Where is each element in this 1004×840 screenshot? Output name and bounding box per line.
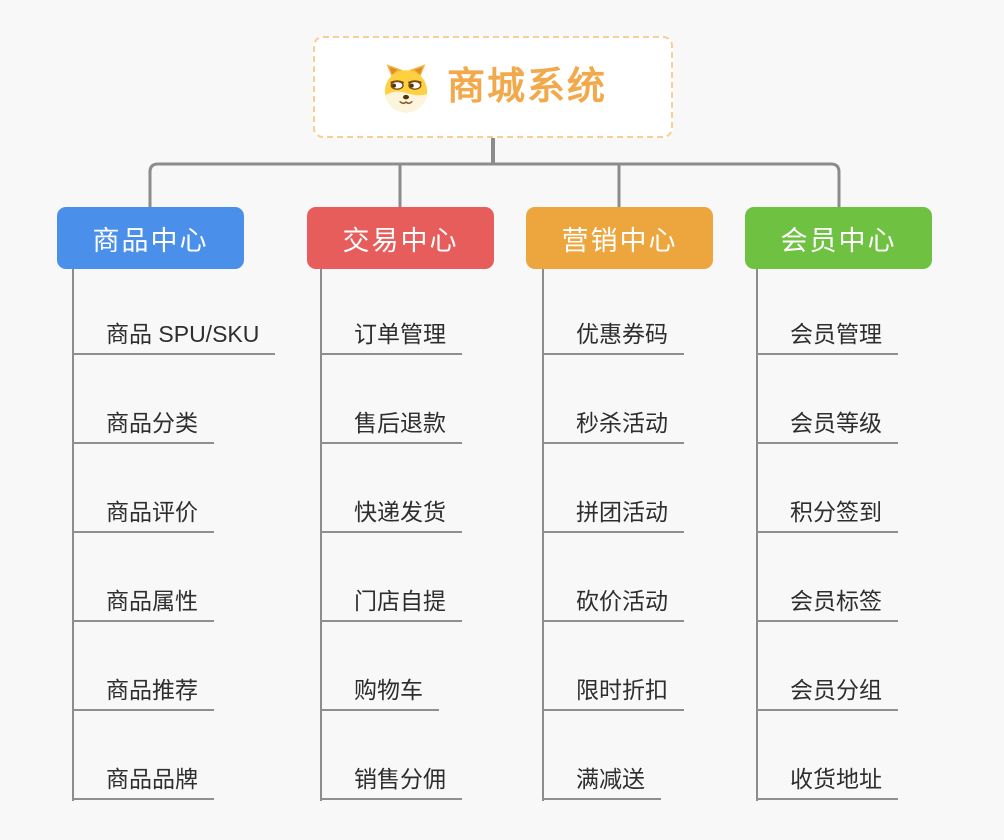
branch-node-member-center[interactable]: 会员中心 <box>745 207 932 269</box>
leaf-node[interactable]: 购物车 <box>320 622 439 711</box>
leaf-node[interactable]: 秒杀活动 <box>542 355 684 444</box>
leaf-node[interactable]: 会员管理 <box>756 266 898 355</box>
leaf-node[interactable]: 商品品牌 <box>72 711 214 800</box>
leaf-node[interactable]: 商品属性 <box>72 533 214 622</box>
leaf-node[interactable]: 销售分佣 <box>320 711 462 800</box>
leaf-node[interactable]: 门店自提 <box>320 533 462 622</box>
leaf-node[interactable]: 商品推荐 <box>72 622 214 711</box>
branch-label: 商品中心 <box>92 225 209 256</box>
leaf-column-trade: 订单管理 售后退款 快递发货 门店自提 购物车 销售分佣 <box>320 266 462 800</box>
leaf-node[interactable]: 会员标签 <box>756 533 898 622</box>
leaf-node[interactable]: 收货地址 <box>756 711 898 800</box>
root-node[interactable]: 商城系统 <box>313 36 673 138</box>
leaf-node[interactable]: 砍价活动 <box>542 533 684 622</box>
leaf-node[interactable]: 限时折扣 <box>542 622 684 711</box>
leaf-node[interactable]: 满减送 <box>542 711 661 800</box>
leaf-node[interactable]: 会员等级 <box>756 355 898 444</box>
leaf-node[interactable]: 会员分组 <box>756 622 898 711</box>
leaf-node[interactable]: 积分签到 <box>756 444 898 533</box>
connector-rail <box>148 162 841 210</box>
leaf-node[interactable]: 快递发货 <box>320 444 462 533</box>
leaf-column-product: 商品 SPU/SKU 商品分类 商品评价 商品属性 商品推荐 商品品牌 <box>72 266 276 800</box>
root-title: 商城系统 <box>446 66 607 108</box>
leaf-node[interactable]: 商品评价 <box>72 444 214 533</box>
branch-label: 会员中心 <box>780 225 897 256</box>
leaf-node[interactable]: 商品 SPU/SKU <box>72 266 276 355</box>
branch-node-marketing-center[interactable]: 营销中心 <box>526 207 713 269</box>
branch-label: 交易中心 <box>342 225 459 256</box>
leaf-node[interactable]: 优惠券码 <box>542 266 684 355</box>
leaf-node[interactable]: 拼团活动 <box>542 444 684 533</box>
leaf-node[interactable]: 商品分类 <box>72 355 214 444</box>
leaf-node[interactable]: 订单管理 <box>320 266 462 355</box>
doge-icon <box>384 64 428 113</box>
leaf-node[interactable]: 售后退款 <box>320 355 462 444</box>
branch-label: 营销中心 <box>561 225 678 256</box>
branch-node-trade-center[interactable]: 交易中心 <box>307 207 494 269</box>
leaf-column-marketing: 优惠券码 秒杀活动 拼团活动 砍价活动 限时折扣 满减送 <box>542 266 684 800</box>
branch-node-product-center[interactable]: 商品中心 <box>57 207 244 269</box>
leaf-column-member: 会员管理 会员等级 积分签到 会员标签 会员分组 收货地址 <box>756 266 898 800</box>
